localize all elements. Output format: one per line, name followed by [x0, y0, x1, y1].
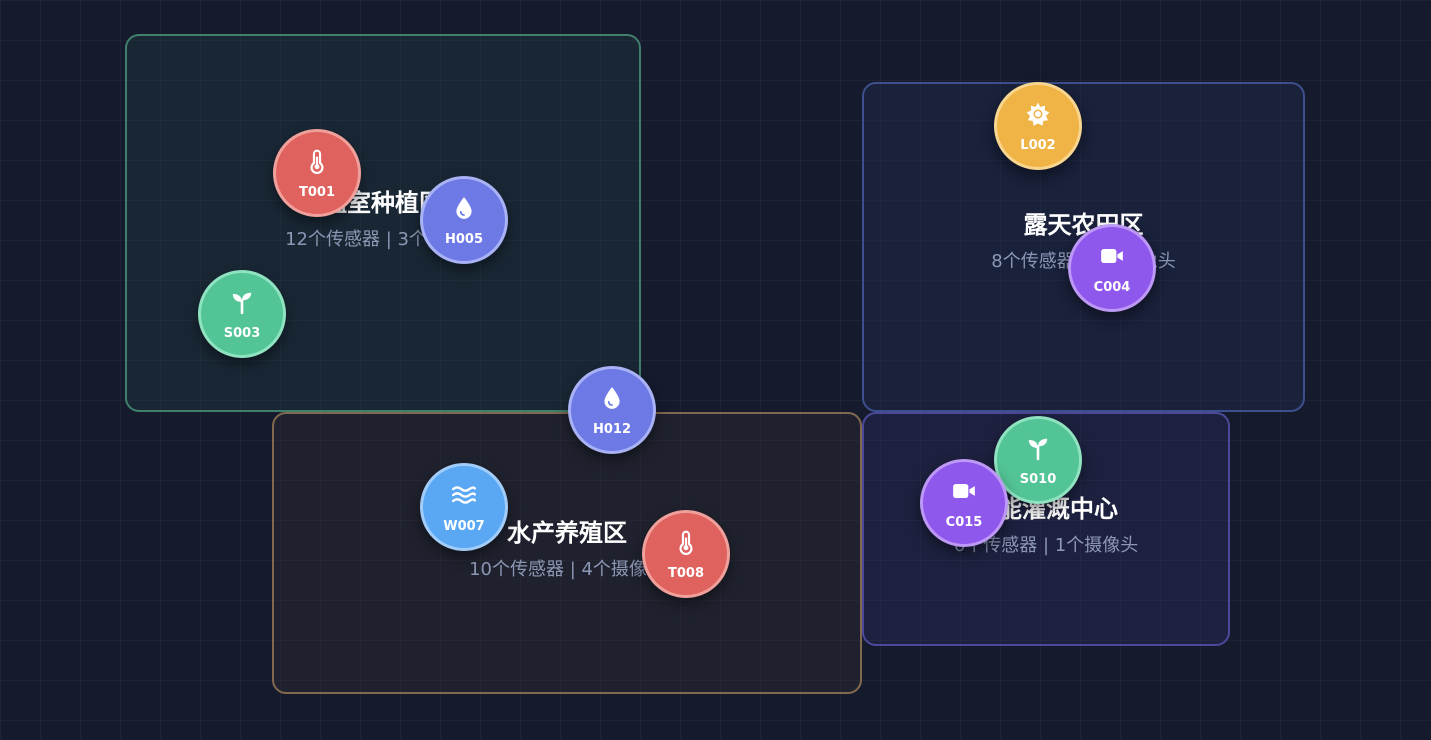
- sensor-t001[interactable]: T001: [273, 129, 361, 217]
- sensor-id: S003: [223, 326, 261, 341]
- sensor-id: L002: [1020, 138, 1056, 153]
- sensor-t008[interactable]: T008: [642, 510, 730, 598]
- droplet-icon: [599, 383, 625, 415]
- sensor-c004[interactable]: C004: [1068, 224, 1156, 312]
- sensor-id: T001: [298, 185, 335, 200]
- sensor-id: C004: [1093, 280, 1131, 295]
- thermometer-icon: [304, 146, 330, 178]
- zone-title: 水产养殖区: [507, 519, 627, 547]
- zone-stats: 10个传感器 | 4个摄像头: [469, 559, 665, 580]
- sun-icon: [1025, 99, 1051, 131]
- sensor-c015[interactable]: C015: [920, 459, 1008, 547]
- zone-stats: 6个传感器 | 1个摄像头: [953, 535, 1139, 556]
- sensor-s010[interactable]: S010: [994, 416, 1082, 504]
- sprout-icon: [229, 287, 255, 319]
- video-camera-icon: [1099, 241, 1125, 273]
- sensor-id: H005: [444, 232, 484, 247]
- sensor-id: H012: [592, 422, 632, 437]
- sensor-id: T008: [667, 566, 704, 581]
- zone-greenhouse[interactable]: 温室种植区 12个传感器 | 3个摄像头: [125, 34, 641, 412]
- sensor-w007[interactable]: W007: [420, 463, 508, 551]
- sprout-icon: [1025, 433, 1051, 465]
- droplet-icon: [451, 193, 477, 225]
- zone-aquaculture[interactable]: 水产养殖区 10个传感器 | 4个摄像头: [272, 412, 862, 694]
- thermometer-icon: [673, 527, 699, 559]
- video-camera-icon: [951, 476, 977, 508]
- sensor-l002[interactable]: L002: [994, 82, 1082, 170]
- sensor-h005[interactable]: H005: [420, 176, 508, 264]
- sensor-id: S010: [1019, 472, 1057, 487]
- sensor-s003[interactable]: S003: [198, 270, 286, 358]
- waves-icon: [451, 480, 477, 512]
- sensor-h012[interactable]: H012: [568, 366, 656, 454]
- sensor-id: W007: [443, 519, 485, 534]
- sensor-id: C015: [945, 515, 983, 530]
